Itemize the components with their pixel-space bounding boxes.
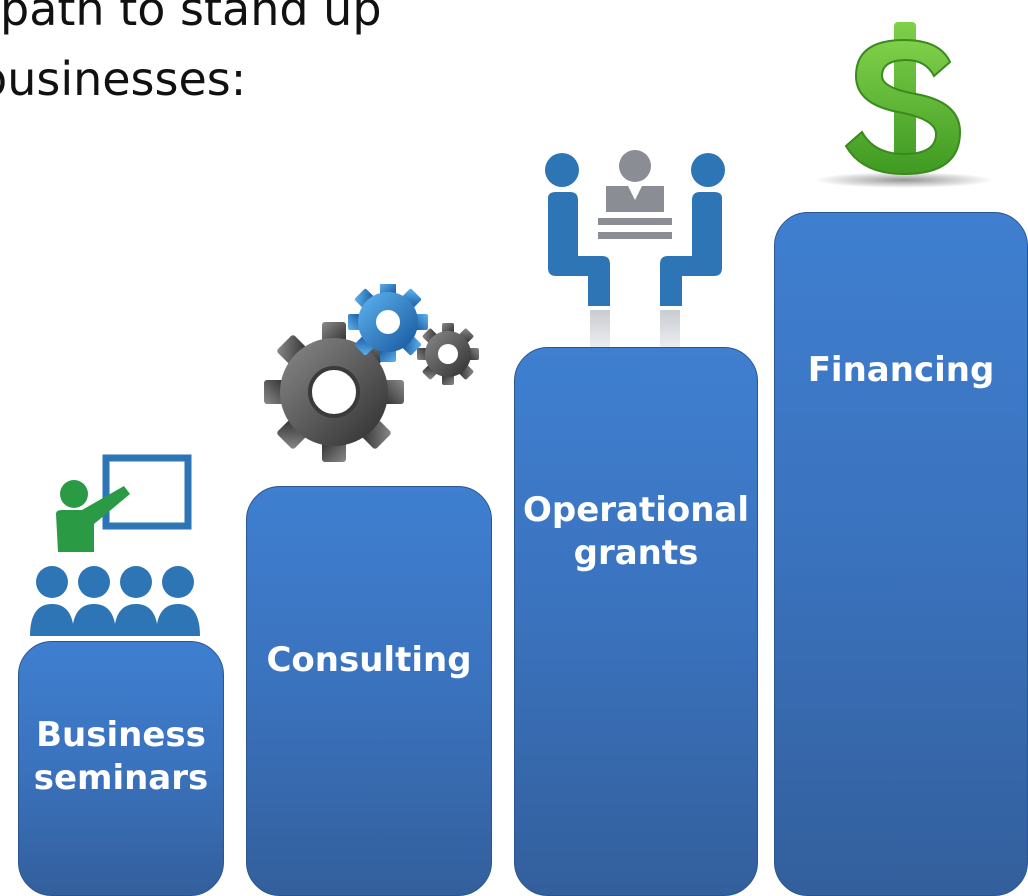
step-operational-grants: Operational grants — [514, 347, 758, 896]
heading-line-2: businesses: — [0, 52, 247, 106]
step-label-line: seminars — [33, 757, 209, 798]
heading-line-1: path to stand up — [0, 0, 382, 36]
step-business-seminars: Business seminars — [18, 641, 224, 896]
step-label-line: Consulting — [266, 640, 472, 680]
gears-icon — [264, 284, 479, 462]
step-consulting: Consulting — [246, 486, 492, 896]
step-label-line: Operational — [522, 490, 750, 530]
step-financing: Financing — [774, 212, 1028, 896]
step-label-line: grants — [573, 532, 699, 573]
presentation-icon — [30, 454, 200, 636]
dollar-icon — [814, 22, 994, 188]
step-label-line: Business — [36, 715, 206, 755]
meeting-icon — [545, 150, 725, 350]
step-label-line: Financing — [807, 350, 995, 390]
